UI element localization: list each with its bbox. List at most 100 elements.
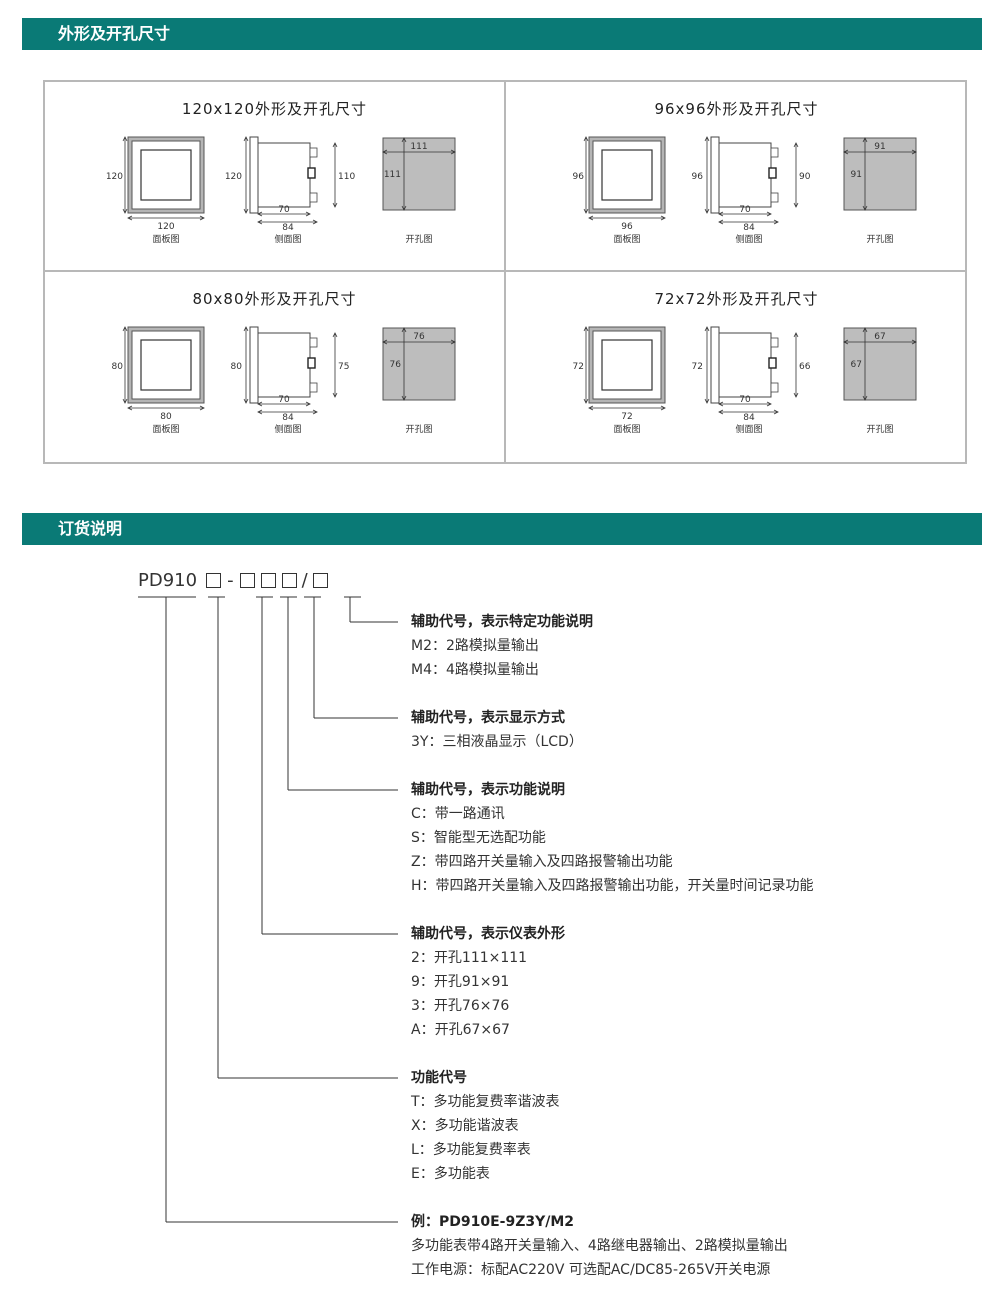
section-header-dimensions: 外形及开孔尺寸 bbox=[22, 18, 982, 50]
code-slot-feature bbox=[260, 573, 276, 588]
code-slash: / bbox=[301, 570, 308, 591]
section-header-ordering: 订货说明 bbox=[22, 513, 982, 545]
group-heading: 功能代号 bbox=[411, 1070, 467, 1086]
panel-height-label: 72 bbox=[573, 362, 584, 372]
side-depth-b-label: 84 bbox=[282, 223, 294, 233]
code-dash: - bbox=[227, 570, 234, 591]
side-right-height-label: 66 bbox=[799, 362, 811, 372]
panel-view-label: 面板图 bbox=[613, 423, 640, 435]
panel-view-label: 面板图 bbox=[152, 233, 179, 245]
group-heading: 辅助代号，表示仪表外形 bbox=[411, 926, 565, 942]
group-line: H：带四路开关量输入及四路报警输出功能，开关量时间记录功能 bbox=[411, 878, 814, 894]
group-line: 3：开孔76×76 bbox=[411, 998, 510, 1014]
group-line: S：智能型无选配功能 bbox=[411, 830, 546, 846]
cutout-width-label: 91 bbox=[874, 142, 885, 152]
group-line: X：多功能谐波表 bbox=[411, 1118, 519, 1134]
side-view-label: 侧面图 bbox=[274, 233, 301, 245]
side-depth-a-label: 70 bbox=[739, 205, 751, 215]
side-right-height-label: 110 bbox=[338, 172, 355, 182]
group-line: C：带一路通讯 bbox=[411, 806, 505, 822]
cutout-width-label: 67 bbox=[874, 332, 885, 342]
panel-width-label: 80 bbox=[160, 412, 172, 422]
model-prefix: PD910 bbox=[138, 570, 198, 591]
group-heading: 辅助代号，表示显示方式 bbox=[411, 710, 565, 726]
group-line: Z：带四路开关量输入及四路报警输出功能 bbox=[411, 854, 673, 870]
cell-title: 96x96外形及开孔尺寸 bbox=[654, 100, 819, 118]
group-line: T：多功能复费率谐波表 bbox=[411, 1094, 560, 1110]
panel-width-label: 120 bbox=[157, 222, 174, 232]
code-description-group: 辅助代号，表示仪表外形 2：开孔111×111 9：开孔91×91 3：开孔76×76… bbox=[411, 922, 565, 1042]
panel-height-label: 96 bbox=[573, 172, 585, 182]
cutout-view-label: 开孔图 bbox=[866, 424, 893, 435]
side-right-height-label: 75 bbox=[338, 362, 349, 372]
code-description-group: 例：PD910E-9Z3Y/M2 多功能表带4路开关量输入、4路继电器输出、2路模… bbox=[411, 1210, 788, 1282]
cutout-height-label: 91 bbox=[851, 170, 862, 180]
group-heading: 辅助代号，表示特定功能说明 bbox=[411, 614, 593, 630]
group-heading: 辅助代号，表示功能说明 bbox=[411, 782, 565, 798]
code-tree-lines bbox=[138, 596, 398, 1223]
group-line: A：开孔67×67 bbox=[411, 1022, 510, 1038]
cutout-view: 76 76 开孔图 bbox=[382, 327, 456, 435]
code-description-group: 辅助代号，表示功能说明 C：带一路通讯 S：智能型无选配功能 Z：带四路开关量输入及四… bbox=[411, 778, 814, 898]
group-line: 多功能表带4路开关量输入、4路继电器输出、2路模拟量输出 bbox=[411, 1238, 788, 1254]
code-slot-shape bbox=[239, 573, 255, 588]
side-height-label: 96 bbox=[692, 172, 704, 182]
group-line: M4：4路模拟量输出 bbox=[411, 662, 539, 678]
side-right-height-label: 90 bbox=[799, 172, 811, 182]
side-view-label: 侧面图 bbox=[735, 233, 762, 245]
group-line: 工作电源：标配AC220V 可选配AC/DC85-265V开关电源 bbox=[411, 1262, 771, 1278]
cell-title: 80x80外形及开孔尺寸 bbox=[192, 290, 357, 308]
group-line: 2：开孔111×111 bbox=[411, 950, 528, 966]
code-description-group: 辅助代号，表示显示方式 3Y：三相液晶显示（LCD） bbox=[411, 706, 583, 754]
cutout-width-label: 76 bbox=[413, 332, 425, 342]
group-heading: 例：PD910E-9Z3Y/M2 bbox=[411, 1214, 575, 1230]
panel-width-label: 96 bbox=[621, 222, 633, 232]
code-slot-extra bbox=[312, 573, 328, 588]
side-height-label: 72 bbox=[692, 362, 703, 372]
cutout-height-label: 67 bbox=[851, 360, 862, 370]
code-slot-display bbox=[281, 573, 297, 588]
side-view-label: 侧面图 bbox=[274, 423, 301, 435]
cutout-view: 67 67 开孔图 bbox=[843, 327, 917, 435]
cell-title: 72x72外形及开孔尺寸 bbox=[654, 290, 819, 308]
side-height-label: 80 bbox=[231, 362, 243, 372]
side-depth-a-label: 70 bbox=[278, 205, 290, 215]
model-code: PD910 - / bbox=[138, 570, 331, 591]
cell-title: 120x120外形及开孔尺寸 bbox=[181, 100, 368, 118]
side-depth-a-label: 70 bbox=[739, 395, 751, 405]
cutout-height-label: 76 bbox=[390, 360, 402, 370]
side-depth-b-label: 84 bbox=[743, 413, 755, 423]
cutout-view-label: 开孔图 bbox=[405, 424, 432, 435]
side-view-label: 侧面图 bbox=[735, 423, 762, 435]
group-line: 3Y：三相液晶显示（LCD） bbox=[411, 734, 583, 750]
code-slot-function bbox=[206, 573, 222, 588]
cutout-width-label: 111 bbox=[410, 142, 427, 152]
side-depth-b-label: 84 bbox=[282, 413, 294, 423]
group-line: 9：开孔91×91 bbox=[411, 974, 510, 990]
group-line: E：多功能表 bbox=[411, 1166, 490, 1182]
cutout-view-label: 开孔图 bbox=[866, 234, 893, 245]
panel-width-label: 72 bbox=[621, 412, 632, 422]
cutout-height-label: 111 bbox=[384, 170, 401, 180]
section-title: 订货说明 bbox=[58, 519, 123, 538]
side-height-label: 120 bbox=[225, 172, 242, 182]
panel-view-label: 面板图 bbox=[613, 233, 640, 245]
